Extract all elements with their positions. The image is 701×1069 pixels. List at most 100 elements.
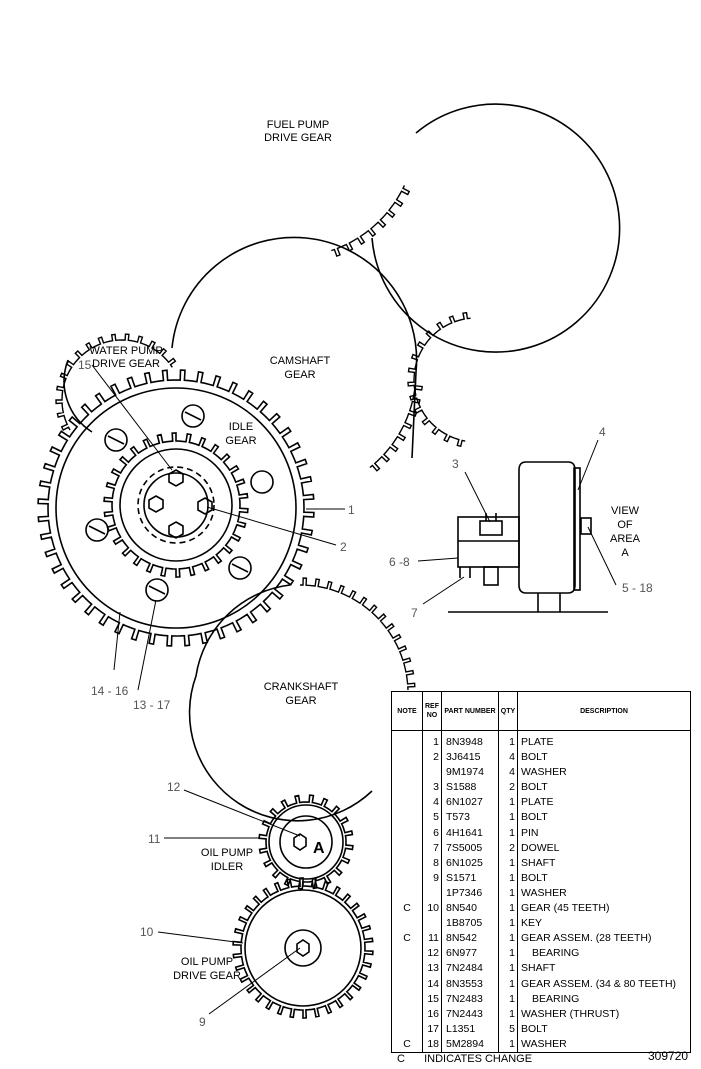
plate-bolt bbox=[250, 470, 274, 494]
cell-qty: 4 bbox=[498, 750, 518, 766]
cell-part: 5M2894 bbox=[441, 1036, 499, 1053]
view-label-4: A bbox=[621, 547, 629, 559]
idle-gear-label-2: GEAR bbox=[225, 435, 256, 447]
idle-gear-hub-ring bbox=[119, 448, 233, 562]
gear-labels: FUEL PUMP DRIVE GEAR CAMSHAFT GEAR WATER… bbox=[89, 119, 640, 982]
callout-7: 7 bbox=[411, 606, 418, 620]
cell-qty: 2 bbox=[498, 780, 518, 796]
cell-part: 4H1641 bbox=[441, 825, 499, 841]
callout-10: 10 bbox=[140, 925, 154, 939]
cell-qty: 2 bbox=[498, 840, 518, 856]
cell-part: 1P7346 bbox=[441, 885, 499, 902]
callout-5-18: 5 - 18 bbox=[622, 581, 653, 595]
camshaft-gear-teeth bbox=[369, 382, 423, 472]
cell-part: 1B8705 bbox=[441, 916, 499, 932]
cell-qty: 1 bbox=[498, 976, 518, 992]
cell-desc: DOWEL bbox=[517, 840, 691, 856]
cell-desc: BOLT bbox=[517, 870, 691, 886]
idle-gear-root bbox=[55, 387, 297, 629]
cell-note bbox=[391, 1021, 423, 1037]
callout-1: 1 bbox=[348, 503, 355, 517]
header-note: NOTE bbox=[391, 691, 423, 731]
callout-15: 15 bbox=[78, 358, 92, 372]
cell-note: C bbox=[391, 1036, 423, 1053]
oil-pump-drive-bolt bbox=[296, 939, 310, 957]
idle-gear-hub bbox=[143, 472, 209, 538]
cell-ref: 3 bbox=[422, 780, 442, 796]
cell-desc: GEAR ASSEM. (28 TEETH) bbox=[517, 931, 691, 947]
cell-note: C bbox=[391, 901, 423, 917]
callouts: 15 1 2 3 4 6 -8 7 5 - 18 14 - 16 13 - 17… bbox=[78, 358, 653, 1029]
fuel-pump-label-2: DRIVE GEAR bbox=[264, 132, 332, 144]
oil-pump-drive-gear bbox=[232, 877, 374, 1019]
plate-bolt bbox=[85, 518, 109, 542]
cell-note bbox=[391, 885, 423, 902]
header-description: DESCRIPTION bbox=[517, 691, 691, 731]
fuel-pump-drive-gear bbox=[371, 103, 621, 353]
cell-desc: WASHER bbox=[517, 1036, 691, 1053]
header-qty: QTY bbox=[498, 691, 518, 731]
gear-hub-section bbox=[518, 461, 576, 594]
hub-bolt bbox=[197, 497, 213, 515]
oil-pump-idler-label-2: IDLER bbox=[211, 861, 243, 873]
cell-desc: SHAFT bbox=[517, 855, 691, 871]
cell-ref: 14 bbox=[422, 976, 442, 992]
cell-qty: 5 bbox=[498, 1021, 518, 1037]
cell-ref bbox=[422, 916, 442, 932]
cell-part: 8N3553 bbox=[441, 976, 499, 992]
cell-part: 7N2483 bbox=[441, 991, 499, 1007]
cell-desc: BEARING bbox=[517, 946, 691, 962]
cell-ref: 7 bbox=[422, 840, 442, 856]
water-pump-drive-gear bbox=[63, 359, 93, 433]
cell-note bbox=[391, 976, 423, 992]
camshaft-label-1: CAMSHAFT bbox=[270, 355, 331, 367]
camshaft-label-2: GEAR bbox=[284, 369, 315, 381]
legend-text: INDICATES CHANGE bbox=[424, 1053, 533, 1065]
water-pump-label-1: WATER PUMP bbox=[89, 345, 162, 357]
cell-ref: 17 bbox=[422, 1021, 442, 1037]
cell-desc: BEARING bbox=[517, 991, 691, 1007]
legend-mark: C bbox=[397, 1053, 405, 1065]
cell-qty: 1 bbox=[498, 1036, 518, 1053]
oil-pump-idler-label-1: OIL PUMP bbox=[201, 847, 253, 859]
cell-note bbox=[391, 840, 423, 856]
view-label-2: OF bbox=[617, 519, 633, 531]
cell-note bbox=[391, 870, 423, 886]
cell-part: 6N1027 bbox=[441, 795, 499, 811]
hub-bolt bbox=[168, 521, 184, 539]
cell-desc: BOLT bbox=[517, 750, 691, 766]
cell-note bbox=[391, 780, 423, 796]
leader-lines bbox=[91, 364, 617, 1015]
fuel-pump-gear-teeth bbox=[331, 185, 411, 258]
cell-desc: SHAFT bbox=[517, 961, 691, 977]
cell-note bbox=[391, 795, 423, 811]
crankshaft-gear bbox=[188, 584, 373, 822]
cell-note bbox=[391, 946, 423, 962]
cell-ref bbox=[422, 885, 442, 902]
cell-part: 9M1974 bbox=[441, 765, 499, 781]
cell-desc: GEAR ASSEM. (34 & 80 TEETH) bbox=[517, 976, 691, 992]
idle-gear-bearing bbox=[137, 466, 215, 544]
bolt-head bbox=[479, 520, 503, 536]
change-legend: C INDICATES CHANGE bbox=[397, 1053, 532, 1065]
cell-ref: 1 bbox=[422, 730, 442, 751]
cell-desc: BOLT bbox=[517, 780, 691, 796]
cell-desc: BOLT bbox=[517, 1021, 691, 1037]
cell-ref: 9 bbox=[422, 870, 442, 886]
cell-desc: WASHER bbox=[517, 765, 691, 781]
fuel-pump-label-1: FUEL PUMP bbox=[267, 119, 330, 131]
cell-note bbox=[391, 825, 423, 841]
